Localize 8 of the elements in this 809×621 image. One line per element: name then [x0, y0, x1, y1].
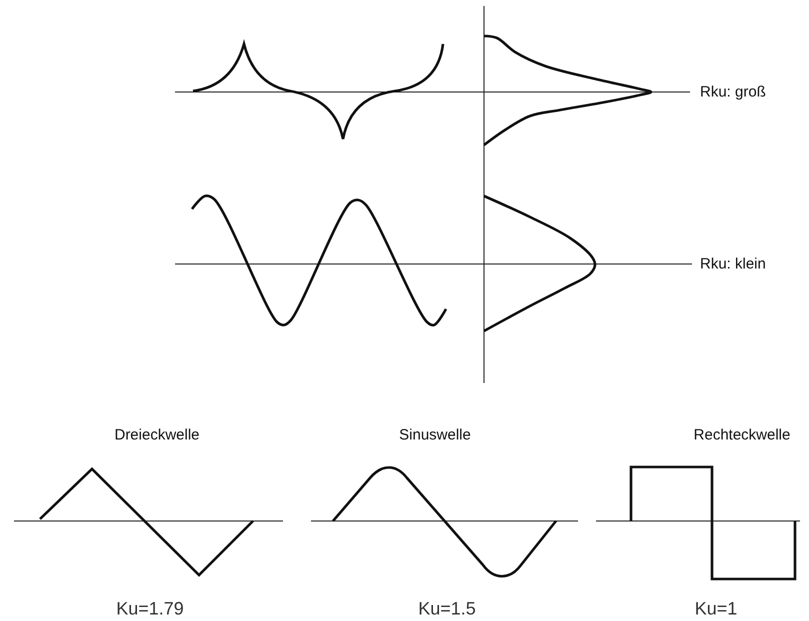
- waveform-title: Dreieckwelle: [114, 426, 200, 444]
- kurtosis-value: Ku=1: [694, 598, 738, 620]
- waveform-title: Rechteckwelle: [694, 426, 790, 444]
- curve-label: Rku: klein: [700, 256, 766, 272]
- kurtosis-value: Ku=1.5: [418, 598, 476, 620]
- kurtosis-value: Ku=1.79: [116, 598, 184, 620]
- curve-label: Rku: groß: [700, 84, 766, 100]
- waveform-title: Sinuswelle: [399, 426, 471, 444]
